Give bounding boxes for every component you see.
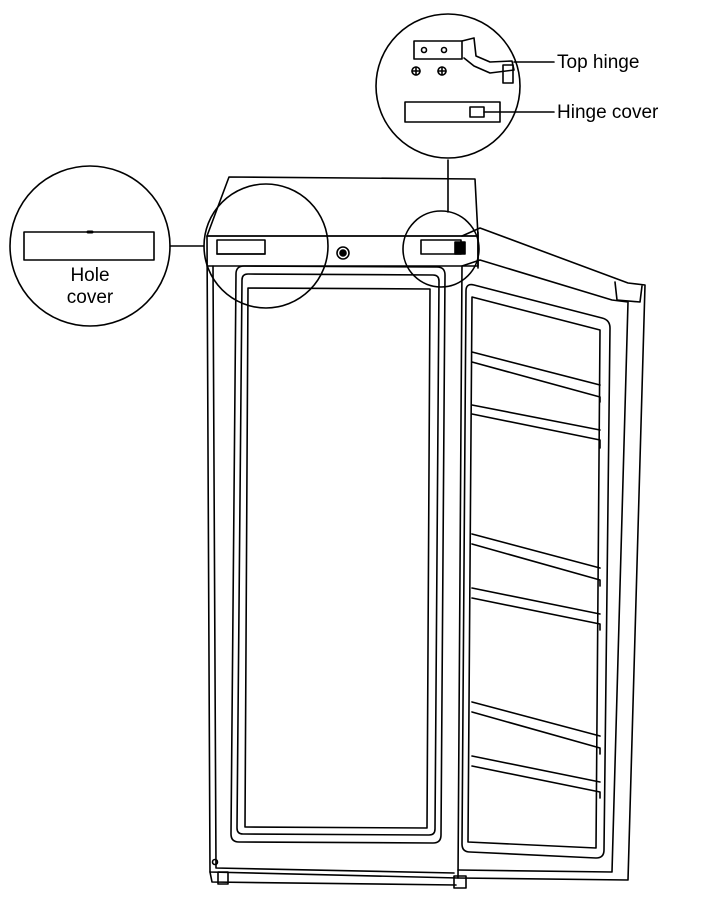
top-hinge-label: Top hinge	[557, 52, 640, 73]
freezer-cabinet	[206, 176, 479, 889]
hole-cover-callout	[9, 165, 329, 327]
hole-cover-label-line2: cover	[66, 287, 114, 308]
open-door	[457, 227, 646, 881]
lock-icon	[336, 246, 350, 260]
inner-compartment	[230, 265, 446, 844]
hinge-cover-label: Hinge cover	[557, 102, 659, 123]
hole-cover-part	[216, 239, 266, 255]
hinge-callout	[375, 13, 555, 288]
hole-cover-label-line1: Hole	[70, 265, 110, 286]
